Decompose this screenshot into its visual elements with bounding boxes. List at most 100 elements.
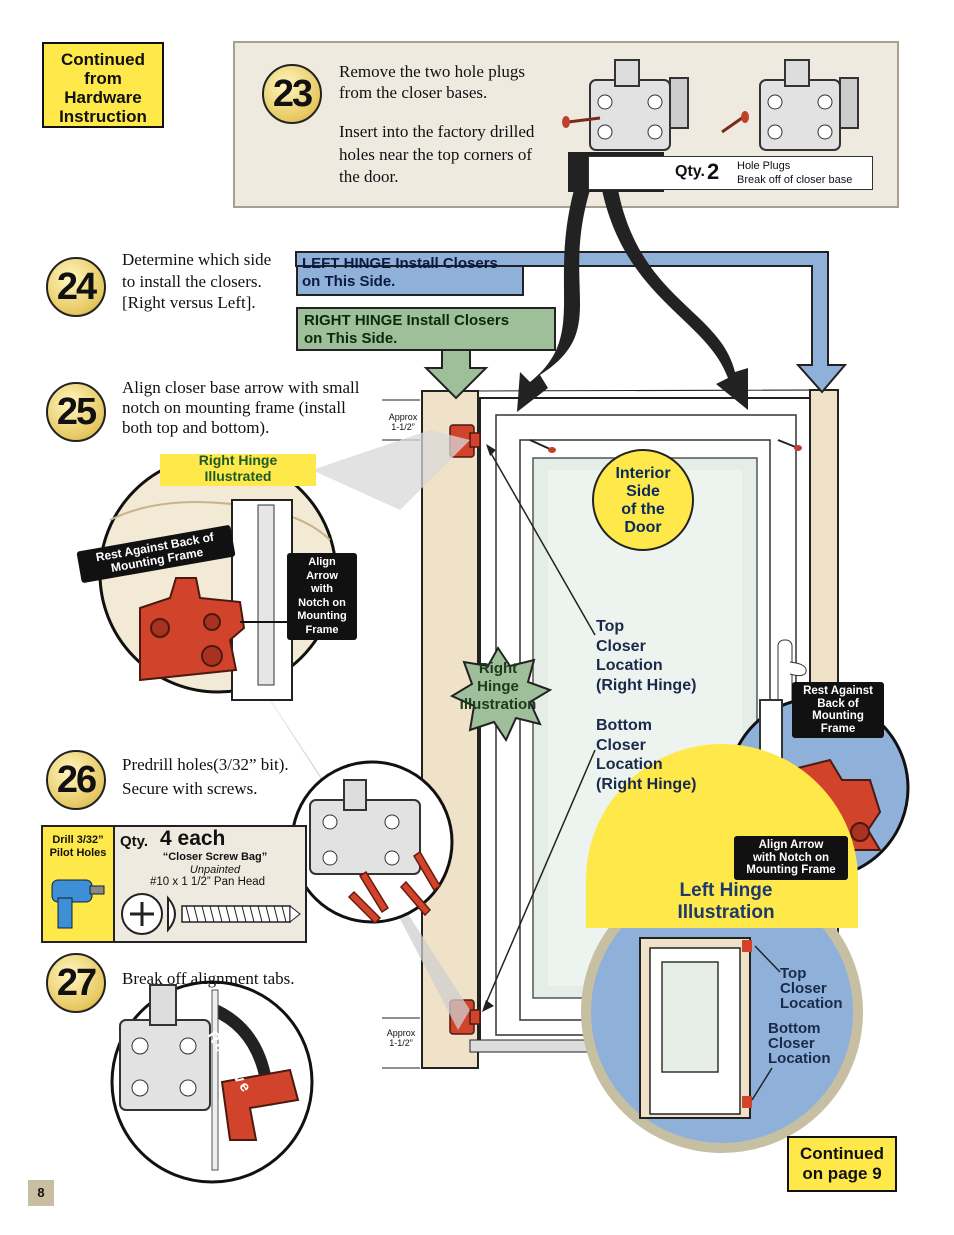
right-hinge-line1: RIGHT HINGE Install Closers (304, 312, 510, 329)
interior-line2: Side (626, 483, 660, 500)
star-line3: Illustration (459, 696, 537, 713)
left-hinge-line2: on This Side. (302, 273, 396, 290)
lh-bottom-line3: Location (768, 1050, 831, 1067)
star-badge-text: Right Hinge Illustration (448, 660, 548, 714)
align-line6: Frame (305, 623, 339, 636)
lh-bottom-line2: Closer (768, 1035, 815, 1052)
lh-top-line2: Closer (780, 980, 827, 997)
step-23-text-2: Insert into the factory drilled holes ne… (339, 122, 535, 186)
approx-bottom-line1: Approx (386, 1028, 416, 1038)
align-line2: Arrow (306, 569, 338, 582)
hole-plug-closer-1 (562, 59, 689, 151)
qty-label: Qty. (675, 163, 705, 180)
top-closer-line1: Top (596, 618, 625, 635)
part-name: Hole Plugs (737, 160, 791, 172)
step-26-text-2: Secure with screws. (122, 779, 258, 798)
right-hinge-star-badge (449, 646, 553, 743)
left-rest-line4: Frame (820, 722, 856, 735)
align-line5: Mounting (297, 610, 347, 622)
top-closer-location-right: Top Closer Location (Right Hinge) (596, 617, 696, 695)
part-note: Break off of closer base (737, 174, 853, 186)
continued-line2: from (84, 69, 122, 88)
interior-line4: Door (624, 519, 662, 536)
align-line1: Align (308, 556, 336, 568)
star-line1: Right (478, 660, 518, 677)
plug-arrow-right (602, 190, 748, 410)
step-24-text: Determine which side to install the clos… (122, 250, 272, 312)
continued-line3: Hardware (64, 88, 142, 107)
left-align-arrow-label: Align Arrow with Notch on Mounting Frame (734, 836, 848, 880)
left-rest-line1: Rest Against (803, 685, 873, 697)
drill-icon (51, 879, 105, 929)
interior-line3: of the (621, 501, 665, 518)
pan-head-screw-icon (121, 893, 301, 935)
right-hinge-line2: on This Side. (304, 330, 398, 347)
left-hinge-bar: LEFT HINGE Install Closers on This Side. (296, 252, 520, 290)
lh-top-line1: Top (780, 965, 807, 982)
remove-tab-circle (110, 980, 314, 1184)
hole-plug-closer-2 (721, 59, 859, 151)
right-hinge-arrow (423, 349, 489, 400)
approx-top-line1: Approx (388, 412, 418, 422)
top-closer-line4: (Right Hinge) (596, 676, 697, 694)
screw-bag: “Closer Screw Bag” (162, 851, 268, 863)
step-27-badge: 27 (46, 953, 106, 1013)
screw-qty-value: 4 each (160, 827, 226, 850)
left-hinge-arrow (295, 251, 848, 394)
step-25-text: Align closer base arrow with small notch… (122, 378, 360, 437)
interior-side-badge (592, 449, 694, 551)
left-align-line1: Align Arrow (758, 839, 824, 851)
bottom-closer-line3: Location (596, 756, 663, 773)
screw-spec: “Closer Screw Bag” Unpainted (140, 851, 290, 877)
left-hinge-title: Left Hinge Illustration (646, 880, 806, 924)
hole-plug-qty-box: Qty. 2 Hole Plugs Break off of closer ba… (588, 156, 873, 190)
bottom-closer-line4: (Right Hinge) (596, 775, 697, 793)
interior-line1: Interior (615, 465, 671, 482)
star-line2: Hinge (477, 678, 519, 695)
continued-on-box: Continued on page 9 (787, 1136, 897, 1192)
step-25-badge: 25 (46, 382, 106, 442)
top-closer-line3: Location (596, 657, 663, 674)
align-line3: with (311, 583, 333, 595)
approx-bottom-line2: 1-1/2” (389, 1038, 413, 1048)
approx-top: Approx 1-1/2” (380, 412, 426, 432)
left-rest-line3: Mounting (812, 710, 864, 722)
right-hinge-bar: RIGHT HINGE Install Closers on This Side… (296, 307, 556, 351)
screw-detail-circle (290, 760, 454, 925)
continued-on-line2: on page 9 (802, 1164, 882, 1183)
left-hinge-line1: LEFT HINGE Install Closers (302, 255, 498, 272)
continued-from-box: Continued from Hardware Instruction (42, 42, 164, 128)
screw-qty-label: Qty. (120, 833, 149, 850)
bottom-closer-line2: Closer (596, 736, 646, 754)
screw-size: #10 x 1 1/2” Pan Head (150, 876, 266, 888)
approx-top-line2: 1-1/2” (391, 422, 415, 432)
step-23-badge: 23 (262, 64, 322, 124)
continued-on-line1: Continued (799, 1144, 885, 1163)
left-align-line3: Mounting Frame (746, 864, 836, 876)
screw-finish: Unpainted (189, 864, 241, 876)
left-top-closer-location: Top Closer Location (780, 966, 843, 1011)
continued-line1: Continued (60, 50, 146, 69)
banner-line2: Illustrated (204, 468, 272, 484)
bottom-closer-location-right: Bottom Closer Location (Right Hinge) (596, 716, 696, 794)
drill-line1: Drill 3/32” (52, 834, 104, 846)
top-closer-line2: Closer (596, 637, 646, 655)
lh-title-line1: Left Hinge (679, 880, 773, 901)
banner-line1: Right Hinge (198, 452, 278, 468)
align-line4: Notch on (298, 596, 346, 609)
continued-line4: Instruction (59, 107, 147, 126)
step-26-text-1: Predrill holes(3/32” bit). (122, 755, 289, 774)
interior-side-text: Interior Side of the Door (596, 465, 690, 537)
lh-bottom-line1: Bottom (768, 1020, 821, 1037)
step-23-text-1: Remove the two hole plugs from the close… (339, 62, 526, 102)
bottom-closer-line1: Bottom (596, 717, 652, 734)
step-26-badge: 26 (46, 750, 106, 810)
right-hinge-detail-circle (98, 454, 338, 701)
left-rest-against-label: Rest Against Back of Mounting Frame (792, 682, 884, 738)
page-number: 8 (28, 1180, 54, 1206)
lh-title-line2: Illustration (677, 902, 775, 923)
step-24-badge: 24 (46, 257, 106, 317)
left-hinge-circle (581, 744, 863, 1153)
drill-line2: Pilot Holes (49, 847, 107, 859)
